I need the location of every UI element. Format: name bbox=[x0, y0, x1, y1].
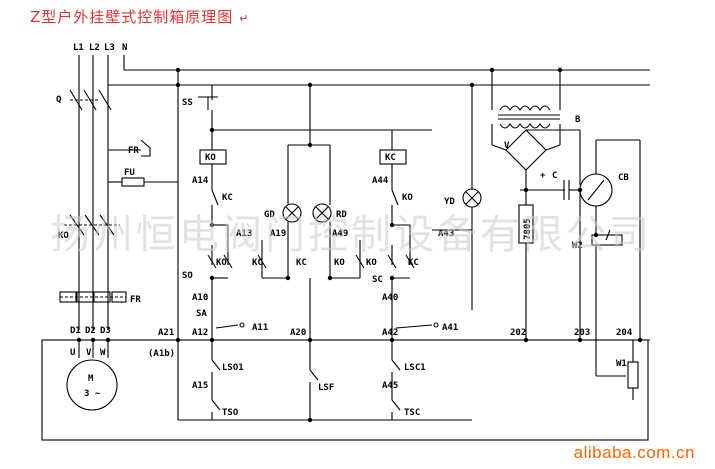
label-TSO: TSO bbox=[222, 408, 239, 418]
label-W: W bbox=[100, 348, 106, 358]
label-A40: A40 bbox=[382, 293, 398, 303]
label-A43: A43 bbox=[438, 229, 454, 239]
label-CB: CB bbox=[618, 173, 629, 183]
label-motor-3: 3 ~ bbox=[84, 389, 101, 399]
label-FU: FU bbox=[124, 168, 135, 178]
label-SO: SO bbox=[182, 271, 193, 281]
diagram-title: Z型户外挂壁式控制箱原理图 ↵ bbox=[30, 8, 250, 26]
label-Q: Q bbox=[56, 95, 62, 105]
label-N: N bbox=[122, 43, 127, 53]
label-KC-3: KC bbox=[296, 258, 307, 268]
label-A1b: (A1b) bbox=[148, 349, 175, 359]
label-L2: L2 bbox=[89, 43, 100, 53]
label-A21: A21 bbox=[158, 328, 174, 338]
label-LSF: LSF bbox=[318, 383, 334, 393]
label-A15: A15 bbox=[192, 381, 208, 391]
label-202: 202 bbox=[510, 328, 526, 338]
label-D3: D3 bbox=[100, 326, 111, 336]
label-7805: 7805 bbox=[523, 218, 533, 240]
label-A13: A13 bbox=[236, 229, 252, 239]
label-A19: A19 bbox=[270, 229, 286, 239]
watermark: 扬州恒电阀门控制设备有限公司 bbox=[50, 212, 652, 258]
label-KO-1: KO bbox=[402, 193, 413, 203]
label-plus: + bbox=[540, 171, 546, 181]
label-203: 203 bbox=[574, 328, 590, 338]
label-SS: SS bbox=[182, 98, 193, 108]
label-A42: A42 bbox=[382, 328, 398, 338]
label-C: C bbox=[552, 171, 557, 181]
label-L3: L3 bbox=[104, 43, 115, 53]
label-A20: A20 bbox=[290, 328, 306, 338]
label-A11: A11 bbox=[252, 323, 268, 333]
label-KC-2: KC bbox=[252, 258, 263, 268]
label-A10: A10 bbox=[192, 293, 208, 303]
label-D2: D2 bbox=[85, 326, 96, 336]
label-GD: GD bbox=[264, 210, 275, 220]
junction-dots bbox=[76, 67, 643, 423]
footer-watermark: alibaba.com.cn bbox=[573, 443, 695, 462]
label-U: U bbox=[70, 348, 75, 358]
label-RD: RD bbox=[336, 210, 347, 220]
label-W1: W1 bbox=[616, 359, 627, 369]
label-W2: W2 bbox=[572, 241, 583, 251]
label-TSC: TSC bbox=[404, 408, 420, 418]
label-KO-3: KO bbox=[334, 258, 345, 268]
label-B: B bbox=[575, 115, 581, 125]
label-SC: SC bbox=[372, 275, 383, 285]
label-KO-4: KO bbox=[366, 258, 377, 268]
label-KO-coil: KO bbox=[205, 153, 216, 163]
label-A41: A41 bbox=[442, 323, 458, 333]
label-D1: D1 bbox=[70, 326, 81, 336]
label-FR-main: FR bbox=[130, 295, 141, 305]
label-YD: YD bbox=[444, 197, 455, 207]
label-V-bridge: V bbox=[504, 141, 510, 151]
label-FR-top: FR bbox=[128, 146, 139, 156]
label-LSO1: LSO1 bbox=[222, 363, 244, 373]
label-KC-4: KC bbox=[408, 258, 419, 268]
label-A44: A44 bbox=[372, 176, 389, 186]
label-KC-coil: KC bbox=[385, 153, 396, 163]
label-V: V bbox=[86, 348, 92, 358]
label-KC-1: KC bbox=[222, 193, 233, 203]
label-L1: L1 bbox=[73, 43, 84, 53]
label-LSC1: LSC1 bbox=[404, 363, 426, 373]
label-204: 204 bbox=[616, 328, 633, 338]
label-KO-main: KO bbox=[58, 231, 69, 241]
label-A49: A49 bbox=[332, 229, 348, 239]
label-A12: A12 bbox=[192, 328, 208, 338]
label-motor-M: M bbox=[88, 374, 94, 384]
label-KO-2: KO bbox=[216, 258, 227, 268]
label-A14: A14 bbox=[192, 176, 209, 186]
label-A45: A45 bbox=[382, 381, 398, 391]
label-SA: SA bbox=[196, 309, 207, 319]
